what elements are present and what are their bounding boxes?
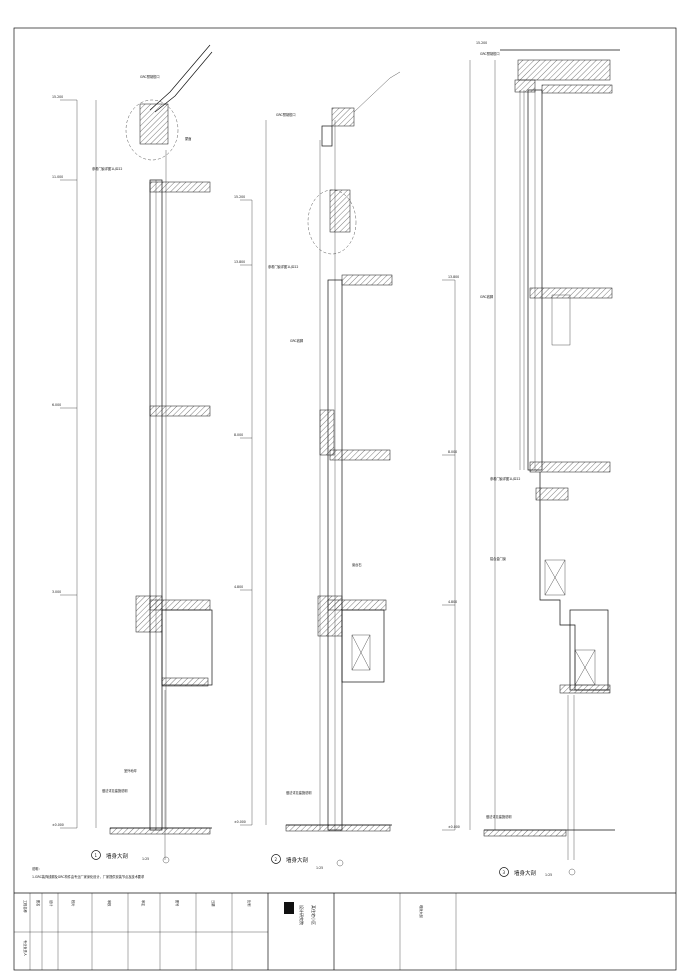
wall-section-1: 15.200 11.000 6.000 3.000 ±0.000 GRC预制檐口…	[52, 44, 213, 864]
elev-2-d: 4.800	[234, 585, 243, 589]
sec1-note-2: 做法详见建施说明	[102, 788, 128, 793]
wall-section-2: 15.200 13.800 8.000 4.800 ±0.000 GRC预制檐口…	[234, 71, 401, 870]
sec2-note-2: 做法详见建施说明	[286, 790, 312, 795]
sec2-detail-label: 参看门窗详图1LJD22	[268, 264, 298, 269]
tb-cell-7: 日期	[211, 900, 216, 906]
elev-3-c: 8.000	[448, 450, 457, 454]
notes-heading: 说明：	[32, 866, 42, 871]
sec3-note-1: 铝合金门窗	[490, 556, 506, 561]
elev-2-c: 8.000	[234, 433, 243, 437]
elev-1-d: 3.000	[52, 590, 61, 594]
tb-project: 某住宅小区	[311, 905, 317, 925]
sec2-scale: 1:25	[316, 866, 323, 870]
elev-3-a: 15.200	[476, 41, 487, 45]
sec1-title: 墙身大剖	[106, 852, 128, 860]
sec3-number: 3	[503, 870, 506, 875]
elev-2-e: ±0.000	[234, 820, 246, 824]
sec2-note-0: GRC线脚	[290, 338, 303, 343]
tb-company: 设计研究院	[299, 905, 305, 925]
sec1-grc-label: GRC预制檐口	[140, 74, 160, 79]
sec1-number: 1	[95, 853, 98, 858]
sec3-note-2: 做法详见建施说明	[486, 814, 512, 819]
tb-cell-0: 工程名称	[23, 900, 28, 914]
elev-1-b: 11.000	[52, 175, 63, 179]
sheet-border	[13, 27, 677, 971]
sec3-note-0: GRC线脚	[480, 294, 493, 299]
sec3-detail-label: 参看门窗详图1LJD22	[490, 476, 520, 481]
tb-cell-9: 专业负责人	[23, 940, 28, 957]
elev-1-a: 15.200	[52, 95, 63, 99]
sec1-note-0: 屋面	[185, 136, 191, 141]
notes-line-1: 1.GRC装饰线脚及GRC构件由专业厂家深化设计，厂家提供安装节点及技术要求	[32, 874, 145, 879]
elev-3-e: ±0.000	[448, 825, 460, 829]
elev-2-b: 13.800	[234, 260, 245, 264]
elev-3-d: 4.800	[448, 600, 457, 604]
sec1-detail-label: 参看门窗详图1LJD22	[92, 166, 122, 171]
tb-cell-5: 审定	[141, 900, 146, 907]
elev-2-a: 15.200	[234, 195, 245, 199]
tb-cell-2: 设计	[49, 900, 54, 907]
sec3-grc-label: GRC预制檐口	[480, 51, 500, 56]
sec3-title: 墙身大剖	[514, 869, 536, 877]
tb-cell-3: 校对	[71, 900, 76, 907]
title-block: 工程名称 图名 设计 校对 审核 审定 图号 日期 比例 专业负责人 设计研究院…	[14, 892, 676, 970]
tb-cell-6: 图号	[175, 900, 180, 906]
tb-drawing-name: 墙身大剖	[419, 905, 424, 918]
elev-1-e: ±0.000	[52, 823, 64, 827]
sec3-scale: 1:25	[545, 873, 552, 877]
tb-cell-4: 审核	[107, 900, 112, 907]
sec1-scale: 1:25	[142, 857, 149, 861]
tb-cell-1: 图名	[36, 900, 41, 906]
sec2-title: 墙身大剖	[286, 856, 308, 864]
wall-section-3: 15.200 13.800 8.000 4.800 ±0.000 GRC预制檐口…	[442, 41, 620, 877]
sec2-note-1: 窗台石	[352, 562, 362, 567]
elev-1-c: 6.000	[52, 403, 61, 407]
company-logo	[284, 902, 294, 914]
sec1-note-1: 室外地坪	[124, 768, 138, 773]
elev-3-b: 13.800	[448, 275, 459, 279]
tb-cell-8: 比例	[247, 900, 252, 906]
sec2-grc-label: GRC预制檐口	[276, 112, 296, 117]
sec2-number: 2	[275, 857, 278, 862]
